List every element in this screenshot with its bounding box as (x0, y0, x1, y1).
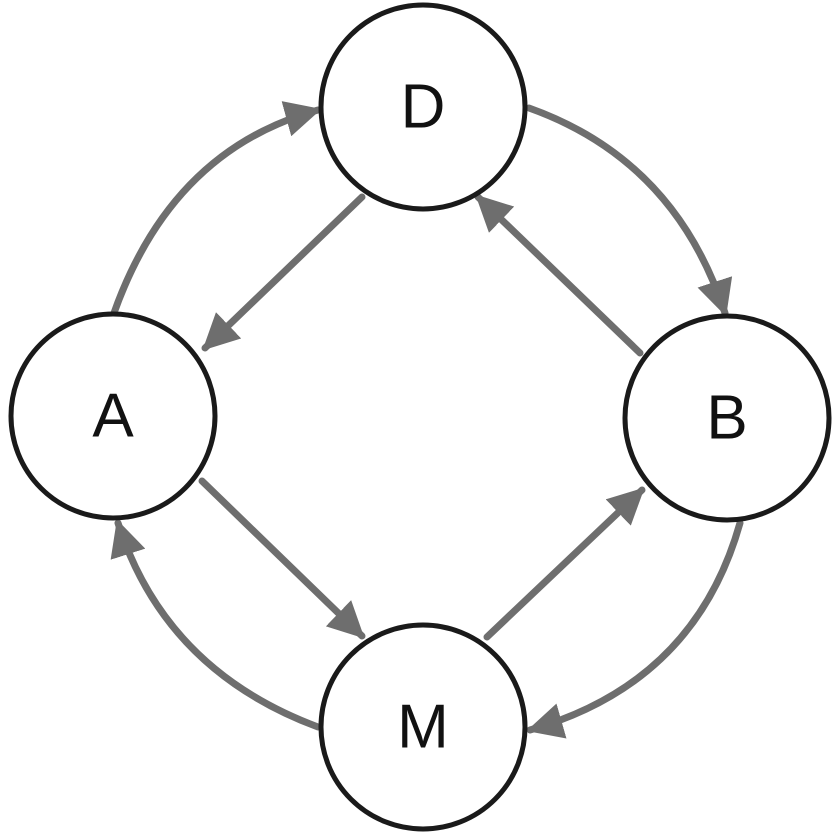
edge-b-to-d (474, 193, 644, 357)
edge-b-to-m (526, 519, 744, 739)
node-m-circle (318, 622, 528, 832)
edge-m-to-b (483, 486, 646, 641)
node-m-label: M (397, 693, 449, 762)
node-d: D (318, 2, 528, 212)
edge-a-to-d (110, 101, 322, 317)
node-d-label: D (401, 73, 446, 142)
node-m: M (318, 622, 528, 832)
edge-m-to-a (110, 519, 322, 731)
node-b-label: B (706, 384, 747, 453)
edge-a-to-m (198, 477, 366, 640)
node-b: B (622, 313, 832, 523)
edge-d-to-b (525, 104, 733, 317)
node-b-circle (622, 313, 832, 523)
node-a-label: A (92, 382, 134, 451)
node-a: A (8, 311, 218, 521)
edges (110, 101, 744, 739)
edge-d-to-a (201, 193, 366, 352)
node-a-circle (8, 311, 218, 521)
node-d-circle (318, 2, 528, 212)
